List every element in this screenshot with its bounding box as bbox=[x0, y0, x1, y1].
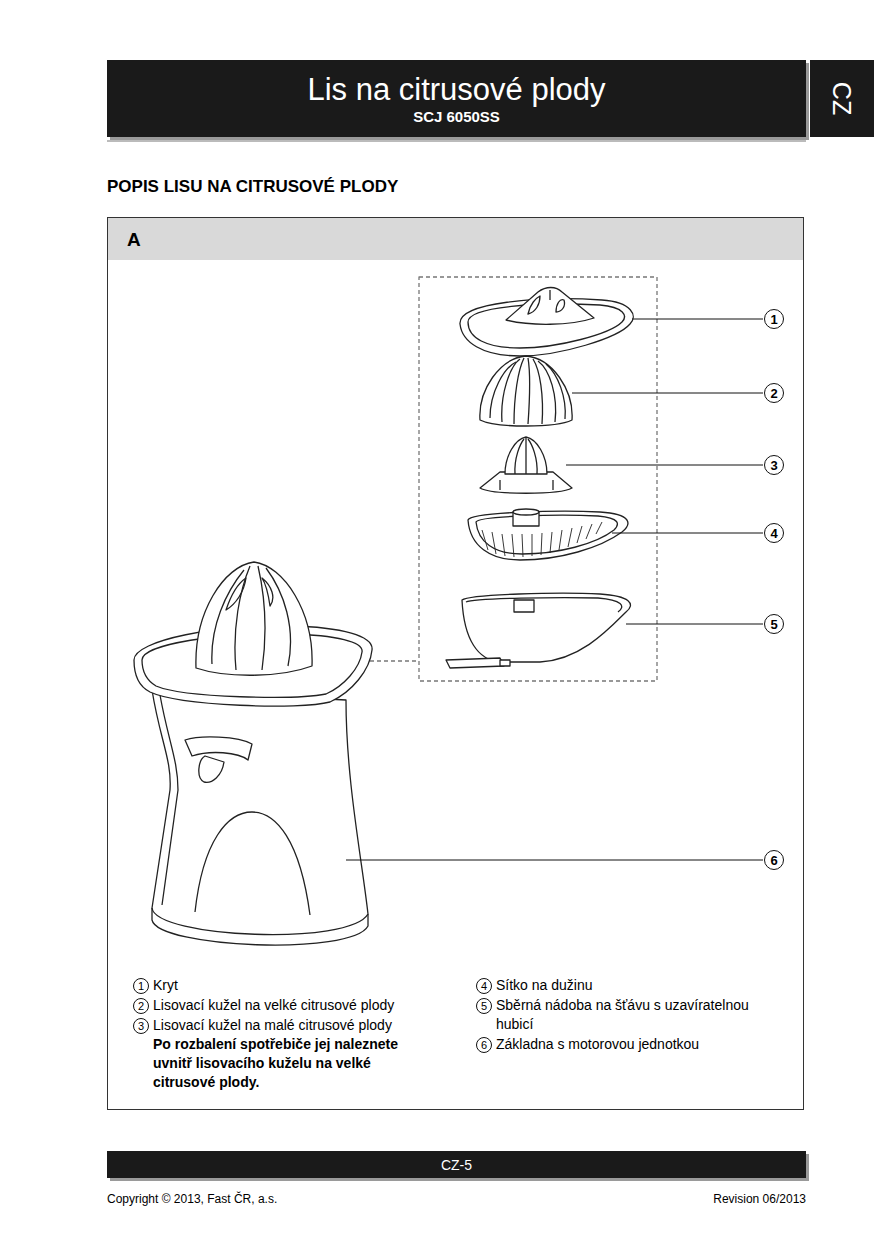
panel-band bbox=[108, 218, 803, 260]
header-box: Lis na citrusové plodySCJ 6050SS bbox=[107, 60, 806, 137]
callout-number: 2 bbox=[764, 383, 784, 403]
callout-number: 6 bbox=[764, 850, 784, 870]
callout-number: 5 bbox=[764, 614, 784, 634]
node-text: Lis na citrusové plody bbox=[307, 72, 605, 108]
node-text: 4 bbox=[481, 981, 487, 992]
callout-number: 1 bbox=[764, 309, 784, 329]
rule bbox=[107, 140, 806, 142]
dashed-frame bbox=[419, 277, 657, 681]
node-text: CZ-5 bbox=[441, 1157, 472, 1173]
part-name: Sítko na dužinu bbox=[496, 976, 796, 995]
node-text: 2 bbox=[770, 387, 777, 400]
revision: Revision 06/2013 bbox=[560, 1191, 806, 1207]
callout-number: 4 bbox=[764, 523, 784, 543]
base-unit bbox=[134, 562, 372, 945]
callout-number: 3 bbox=[764, 455, 784, 475]
node-text: 2 bbox=[138, 1001, 144, 1012]
node-text: 5 bbox=[481, 1001, 487, 1012]
footer-box: CZ-5 bbox=[107, 1151, 806, 1178]
part-name: Sběrná nádoba na šťávu s uzavíratelnou h… bbox=[496, 996, 786, 1034]
strainer-part bbox=[468, 509, 628, 560]
part-name: Kryt bbox=[153, 976, 433, 995]
callout-number: 5 bbox=[476, 998, 492, 1014]
large-cone-part bbox=[480, 356, 572, 426]
node-text: 3 bbox=[770, 459, 777, 472]
small-cone-part bbox=[480, 437, 572, 493]
node-text: 1 bbox=[770, 313, 777, 326]
dashed-link bbox=[370, 660, 419, 661]
copyright: Copyright © 2013, Fast ČR, a.s. bbox=[107, 1191, 467, 1207]
node-text: A bbox=[127, 229, 141, 251]
callout-number: 1 bbox=[133, 978, 149, 994]
callout-number: 4 bbox=[476, 978, 492, 994]
section-heading: POPIS LISU NA CITRUSOVÉ PLODY bbox=[107, 175, 607, 198]
callout-number: 2 bbox=[133, 998, 149, 1014]
part-name: Základna s motorovou jednotkou bbox=[496, 1035, 796, 1054]
node-subtext: SCJ 6050SS bbox=[413, 108, 500, 126]
juice-container-part bbox=[446, 593, 630, 668]
callout-number: 6 bbox=[476, 1037, 492, 1053]
leader-lines bbox=[346, 319, 763, 860]
tab-box: CZ bbox=[810, 60, 874, 137]
node-text: CZ bbox=[827, 82, 856, 115]
callout-number: 3 bbox=[133, 1018, 149, 1034]
part-name: Lisovací kužel na malé citrusové plody bbox=[153, 1016, 433, 1035]
part-name: Lisovací kužel na velké citrusové plody bbox=[153, 996, 433, 1015]
node-text: 6 bbox=[481, 1040, 487, 1051]
lid-part bbox=[460, 288, 633, 357]
panel-box: A 1 2 3 4 5 6 1 2 3 4 5 6 bbox=[107, 217, 804, 1110]
node-text: 6 bbox=[770, 854, 777, 867]
node-text: 3 bbox=[138, 1021, 144, 1032]
note-text: Po rozbalení spotřebiče jej naleznete uv… bbox=[153, 1035, 423, 1092]
node-text: 4 bbox=[770, 527, 777, 540]
node-text: 5 bbox=[770, 618, 777, 631]
node-text: 1 bbox=[138, 981, 144, 992]
